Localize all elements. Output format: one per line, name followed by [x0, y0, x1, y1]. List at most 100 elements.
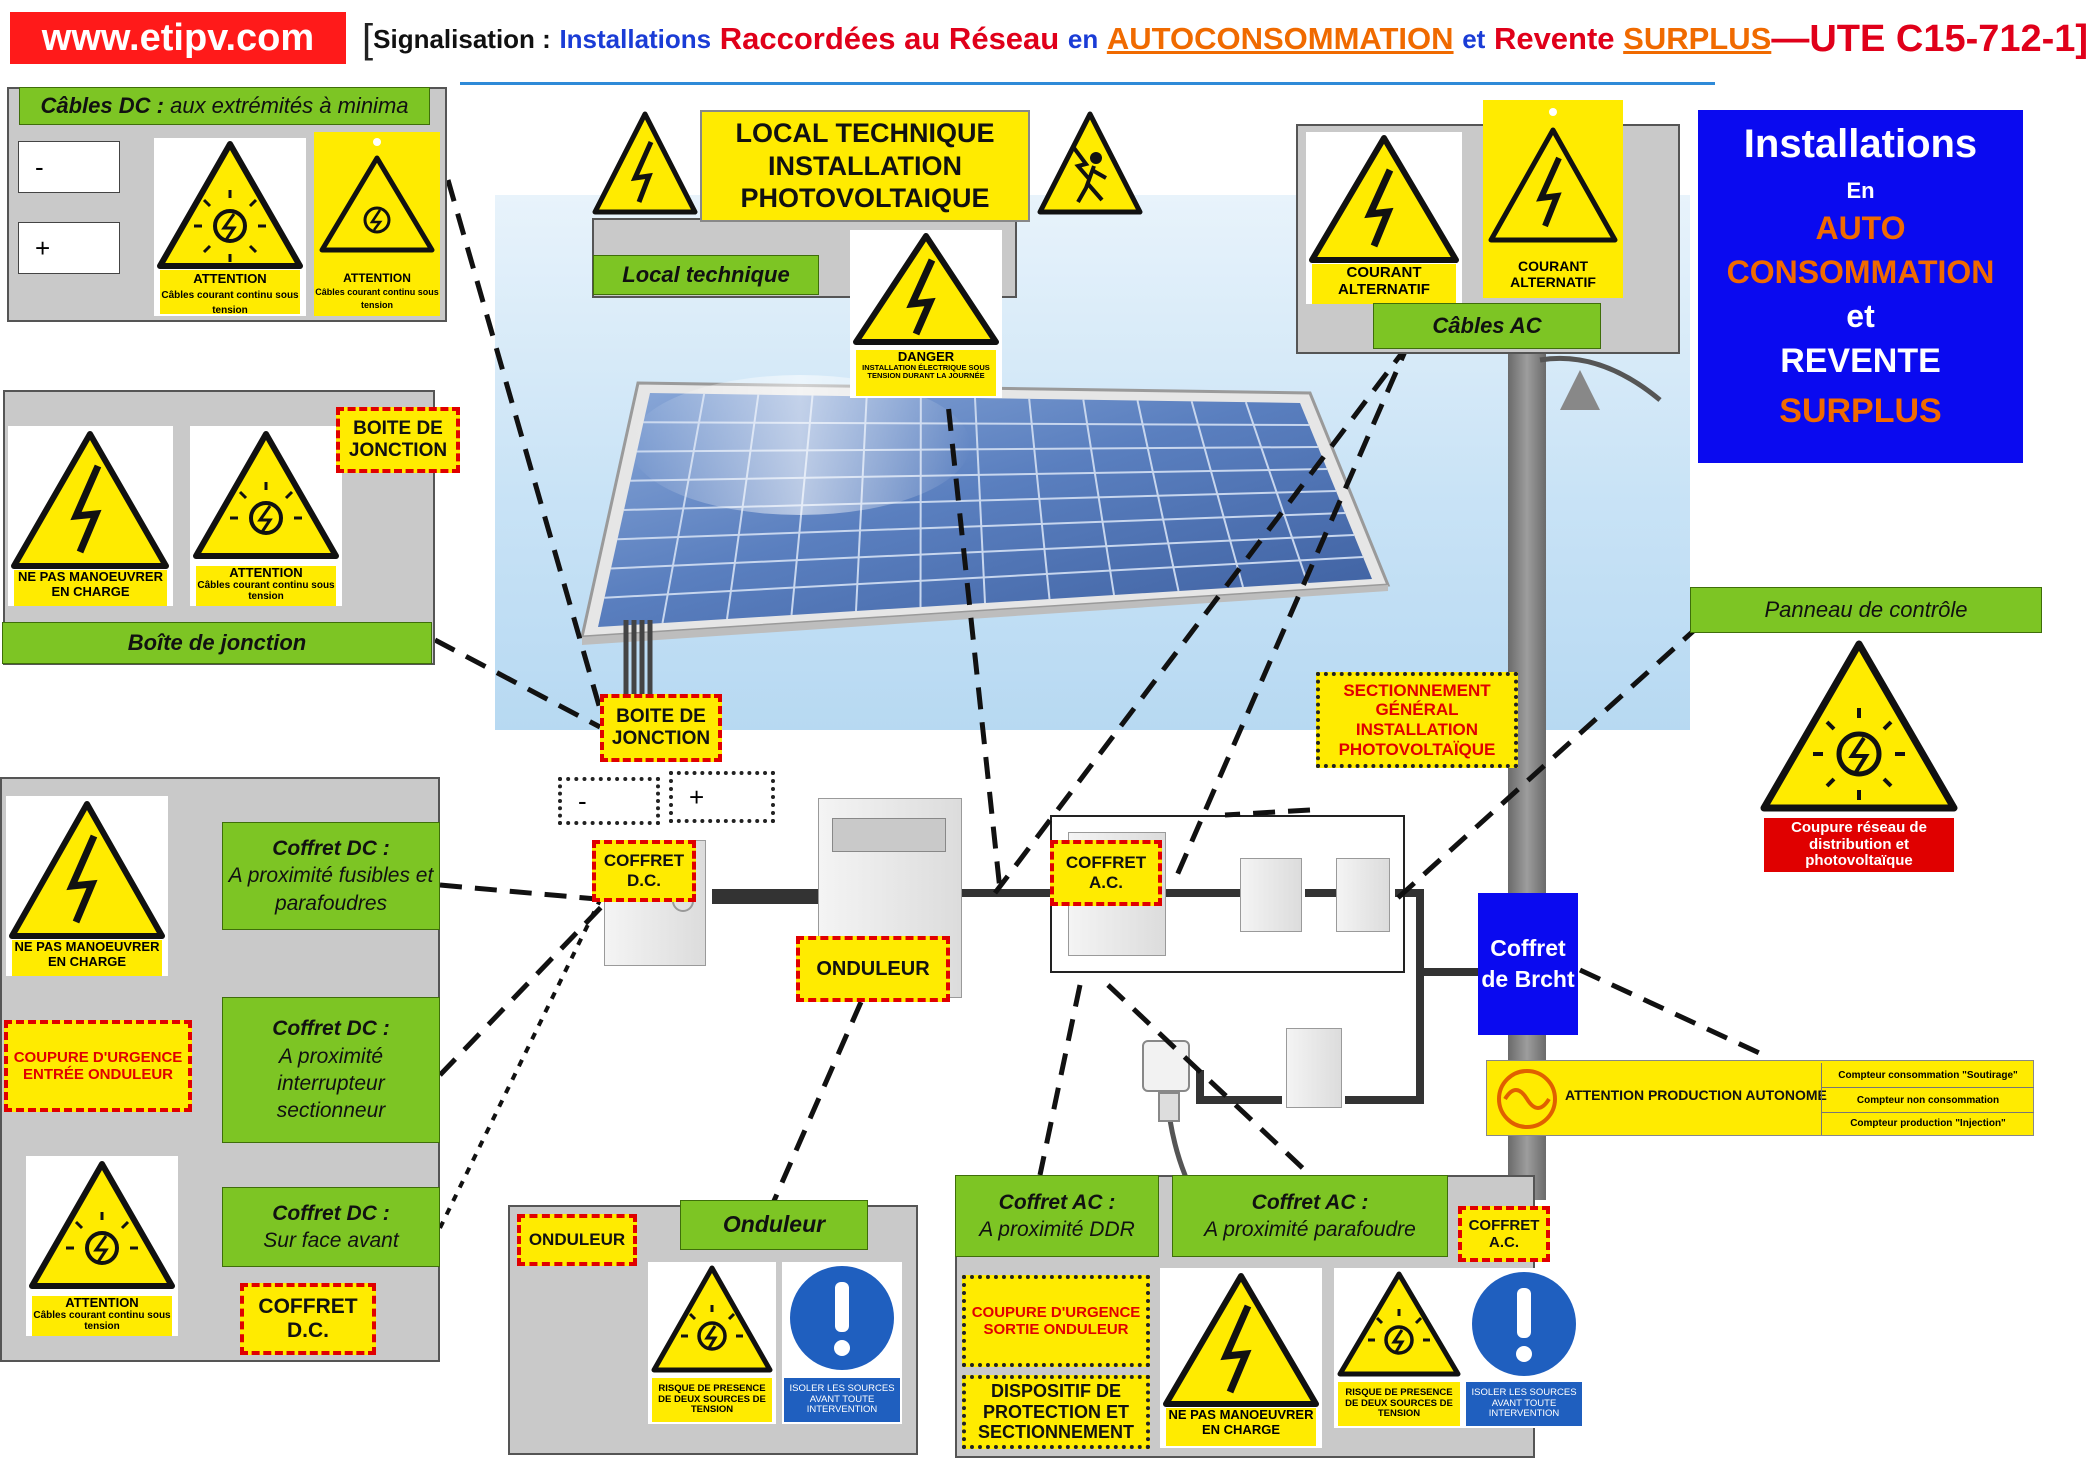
warning-triangle-electrocution [1034, 108, 1146, 220]
coffret-dc-2-title: Coffret DC : [272, 1017, 390, 1041]
sign-attention-production: ATTENTION PRODUCTION AUTONOME Compteur c… [1486, 1060, 2034, 1136]
sign-ne-pas-manoeuvrer-2: NE PAS MANOEUVRER EN CHARGE [6, 796, 168, 976]
header-underline [460, 82, 1715, 85]
installation-type-l4: CONSOMMATION [1726, 254, 1995, 290]
label-boite-jonction-panel: BOITE DE JONCTION [336, 407, 460, 473]
panel-coffret-ac-1: Coffret AC : A proximité DDR [955, 1175, 1159, 1257]
sign-courant-alternatif-2: COURANT ALTERNATIF [1483, 100, 1623, 298]
panel-local-technique-title: Local technique [593, 255, 819, 295]
label-sectionnement-general[interactable]: SECTIONNEMENT GÉNÉRAL INSTALLATION PHOTO… [1316, 672, 1518, 768]
site-url[interactable]: www.etipv.com [10, 12, 346, 64]
compteur-non-conso-label: Compteur non consommation [1821, 1087, 2034, 1113]
sign-isoler-sources-2-text: ISOLER LES SOURCES AVANT TOUTE INTERVENT… [1466, 1382, 1582, 1426]
panel-coffret-dc-2: Coffret DC : A proximité interrupteur se… [222, 997, 440, 1143]
plus-terminal-label-scene: + [669, 771, 775, 823]
sign-ne-pas-manoeuvrer-1: NE PAS MANOEUVRER EN CHARGE [8, 426, 173, 606]
sign-courant-alternatif-1: COURANT ALTERNATIF [1306, 132, 1462, 304]
label-dispositif-protection[interactable]: DISPOSITIF DE PROTECTION ET SECTIONNEMEN… [962, 1375, 1150, 1449]
cables-dc-title-sub: aux extrémités à minima [170, 92, 409, 118]
sign-isoler-sources-1-text: ISOLER LES SOURCES AVANT TOUTE INTERVENT… [784, 1378, 900, 1422]
sign-local-technique: LOCAL TECHNIQUE INSTALLATION PHOTOVOLTAI… [700, 110, 1030, 222]
title-signalisation: Signalisation : [373, 23, 551, 54]
coffret-dc-1-sub: A proximité fusibles et parafoudres [228, 864, 434, 915]
sign-risque-deux-sources-1-text: RISQUE DE PRESENCE DE DEUX SOURCES DE TE… [652, 1378, 772, 1422]
label-onduleur-scene[interactable]: ONDULEUR [796, 936, 950, 1002]
title-bracket: [ [362, 16, 374, 61]
installation-type-l7: SURPLUS [1779, 392, 1942, 430]
sign-attention-dc-1: ATTENTION Câbles courant continu sous ten… [154, 138, 306, 316]
sign-danger-sub: INSTALLATION ÉLECTRIQUE SOUS TENSION DUR… [862, 362, 990, 380]
label-onduleur-panel: ONDULEUR [517, 1214, 637, 1266]
installation-type-panel: Installations En AUTO CONSOMMATION et RE… [1698, 110, 2023, 463]
installation-type-l1: Installations [1743, 122, 1978, 166]
page-title: [ Signalisation : Installations Raccordé… [362, 14, 2088, 64]
pole-bracket [1539, 355, 1662, 410]
panel-cables-ac-title: Câbles AC [1373, 303, 1601, 349]
panel-boite-jonction-title: Boîte de jonction [2, 622, 432, 664]
title-installations: Installations [559, 23, 712, 54]
panel-cables-dc-title: Câbles DC : aux extrémités à minima [19, 87, 430, 125]
meter-switch [1286, 1028, 1342, 1108]
sign-isoler-sources-2: ISOLER LES SOURCES AVANT TOUTE INTERVENT… [1464, 1268, 1584, 1428]
installation-type-l2: En [1846, 178, 1875, 203]
sign-danger-word: DANGER [897, 349, 955, 364]
panel-panneau-controle-title: Panneau de contrôle [1690, 587, 2042, 633]
label-coupure-entree-onduleur[interactable]: COUPURE D'URGENCE ENTRÉE ONDULEUR [4, 1020, 192, 1112]
attention-production-text: ATTENTION PRODUCTION AUTONOME [1565, 1087, 1827, 1103]
panel-onduleur-title: Onduleur [680, 1200, 868, 1250]
coffret-ac-1-sub: A proximité DDR [979, 1218, 1135, 1241]
title-en: en [1067, 23, 1099, 54]
coffret-dc-3-title: Coffret DC : [272, 1201, 390, 1225]
coffret-dc-2-sub: A proximité interrupteur sectionneur [276, 1044, 386, 1123]
title-raccordees: Raccordées au Réseau [719, 21, 1060, 56]
ac-switch-2 [1336, 858, 1390, 932]
sign-courant-alternatif-2-text: COURANT ALTERNATIF [1510, 258, 1596, 291]
sign-courant-alternatif-1-text: COURANT ALTERNATIF [1312, 264, 1456, 304]
panel-coffret-ac-2: Coffret AC : A proximité parafoudre [1172, 1175, 1448, 1257]
sign-risque-deux-sources-1: RISQUE DE PRESENCE DE DEUX SOURCES DE TE… [648, 1262, 776, 1424]
cables-dc-title-bold: Câbles DC : [40, 92, 164, 118]
sign-attention-dc-1-text: ATTENTION Câbles courant continu sous ten… [160, 271, 300, 317]
label-coffret-ac-scene[interactable]: COFFRET A.C. [1050, 840, 1162, 906]
sign-ne-pas-manoeuvrer-3: NE PAS MANOEUVRER EN CHARGE [1160, 1268, 1322, 1448]
installation-type-l3: AUTO [1815, 210, 1906, 246]
coffret-ac-2-title: Coffret AC : [1251, 1190, 1369, 1214]
sign-attention-word: ATTENTION [193, 271, 267, 286]
minus-terminal-label: - [18, 141, 120, 193]
sign-cables-dc-text: Câbles courant continu sous tension [161, 289, 299, 316]
coffret-brcht[interactable]: Coffret de Brcht [1478, 893, 1578, 1035]
label-coffret-dc-scene[interactable]: COFFRET D.C. [592, 840, 696, 902]
coffret-dc-3-sub: Sur face avant [263, 1229, 399, 1252]
title-surplus: SURPLUS [1623, 21, 1772, 56]
minus-terminal-label-scene: - [558, 777, 660, 825]
panel-coffret-dc-3: Coffret DC : Sur face avant [222, 1187, 440, 1267]
sign-ne-pas-manoeuvrer-1-text: NE PAS MANOEUVRER EN CHARGE [14, 569, 167, 606]
sign-isoler-sources-1: ISOLER LES SOURCES AVANT TOUTE INTERVENT… [782, 1262, 902, 1424]
power-socket [1142, 1040, 1190, 1092]
socket-plug [1158, 1092, 1180, 1122]
sign-risque-deux-sources-2: RISQUE DE PRESENCE DE DEUX SOURCES DE TE… [1334, 1268, 1464, 1428]
sign-attention-word: ATTENTION [229, 565, 303, 580]
panel-coffret-dc-1: Coffret DC : A proximité fusibles et par… [222, 822, 440, 930]
title-revente: Revente [1493, 21, 1615, 56]
label-coffret-dc-panel: COFFRET D.C. [240, 1283, 376, 1355]
inverter-display [832, 818, 946, 852]
label-boite-jonction[interactable]: BOITE DE JONCTION [600, 694, 722, 762]
installation-type-l6: REVENTE [1780, 342, 1941, 380]
sign-cables-dc-text: Câbles courant continu sous tension [197, 580, 335, 603]
warning-triangle-lightning-left [591, 108, 699, 220]
coffret-ac-2-sub: A proximité parafoudre [1204, 1218, 1416, 1241]
sign-coupure-reseau-text: Coupure réseau de distribution et photov… [1764, 818, 1954, 872]
sign-attention-word: ATTENTION [65, 1295, 139, 1310]
sign-ne-pas-manoeuvrer-3-text: NE PAS MANOEUVRER EN CHARGE [1166, 1407, 1316, 1446]
coffret-dc-1-title: Coffret DC : [272, 837, 390, 861]
label-coupure-sortie-onduleur[interactable]: COUPURE D'URGENCE SORTIE ONDULEUR [962, 1275, 1150, 1367]
